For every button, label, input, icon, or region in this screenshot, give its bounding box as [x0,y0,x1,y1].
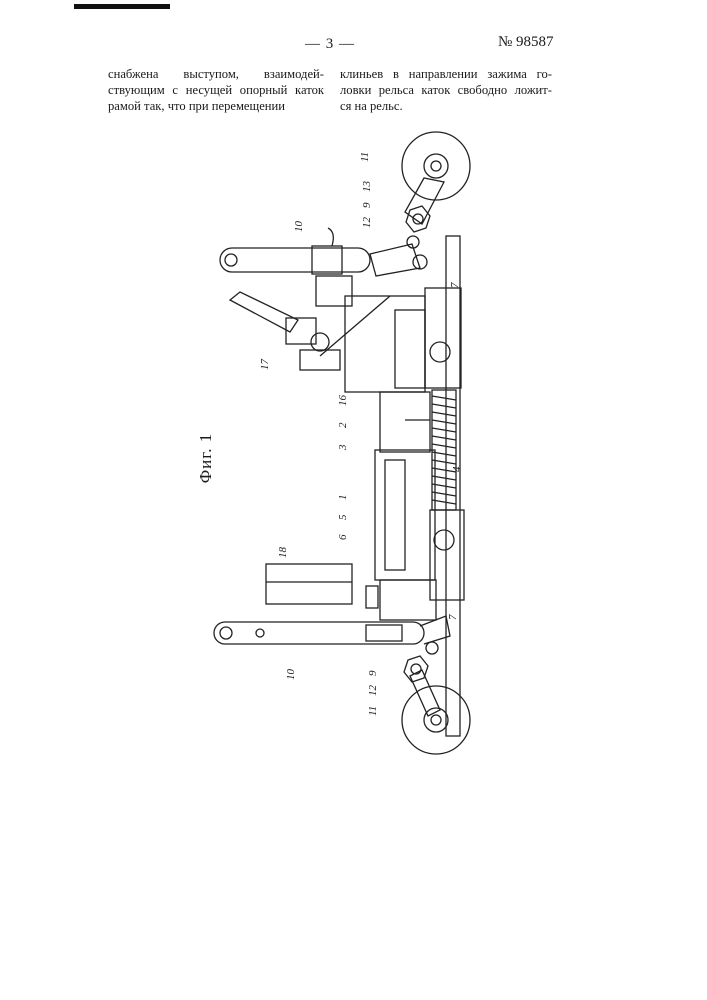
label-11: 11 [359,152,371,162]
label-12: 12 [361,217,373,229]
drawing-svg: 11 13 9 12 10 7 17 16 2 3 4 1 5 6 18 10 … [200,120,520,760]
top-roller [402,132,470,200]
technical-drawing: 11 13 9 12 10 7 17 16 2 3 4 1 5 6 18 10 … [200,120,520,760]
label-10: 10 [293,221,305,233]
lower-pivot [426,642,438,654]
frame-bar [446,236,460,736]
label-11: 11 [367,706,379,716]
label-5: 5 [337,514,349,520]
label-2: 2 [337,422,349,428]
handle [230,276,352,370]
lower-block [366,510,464,620]
upper-block [320,288,461,392]
label-4: 4 [451,466,463,472]
label-10: 10 [285,669,297,681]
label-3: 3 [337,444,349,451]
text-line: ловки рельса каток свободно ложит- [340,82,552,98]
lower-nut [404,656,428,682]
text-column-left: снабжена выступом, взаимодей- ствующим с… [108,66,324,114]
label-9: 9 [361,202,373,208]
label-6: 6 [337,534,349,540]
text-line: клиньев в направлении зажима го- [340,66,552,82]
text-column-right: клиньев в направлении зажима го- ловки р… [340,66,552,114]
label-9: 9 [367,670,379,676]
label-7: 7 [447,614,459,620]
text-line: рамой так, что при перемещении [108,98,324,114]
patent-number: № 98587 [498,34,554,51]
label-13: 13 [361,181,373,193]
wedge-body [375,392,435,580]
text-line: снабжена выступом, взаимодей- [108,66,324,82]
text-line: ся на рельс. [340,98,552,114]
top-roller-arm [405,178,444,224]
top-nut [406,206,430,232]
label-17: 17 [259,359,271,371]
label-16: 16 [337,395,349,407]
block-18 [266,564,352,604]
label-1: 1 [337,495,349,501]
top-rule [74,4,170,9]
top-link [370,244,420,276]
text-line: ствующим с несущей опорный каток [108,82,324,98]
page-number: — 3 — [305,36,355,53]
label-7: 7 [449,282,461,288]
label-18: 18 [277,547,289,559]
label-12: 12 [367,685,379,697]
top-lever [220,228,370,274]
